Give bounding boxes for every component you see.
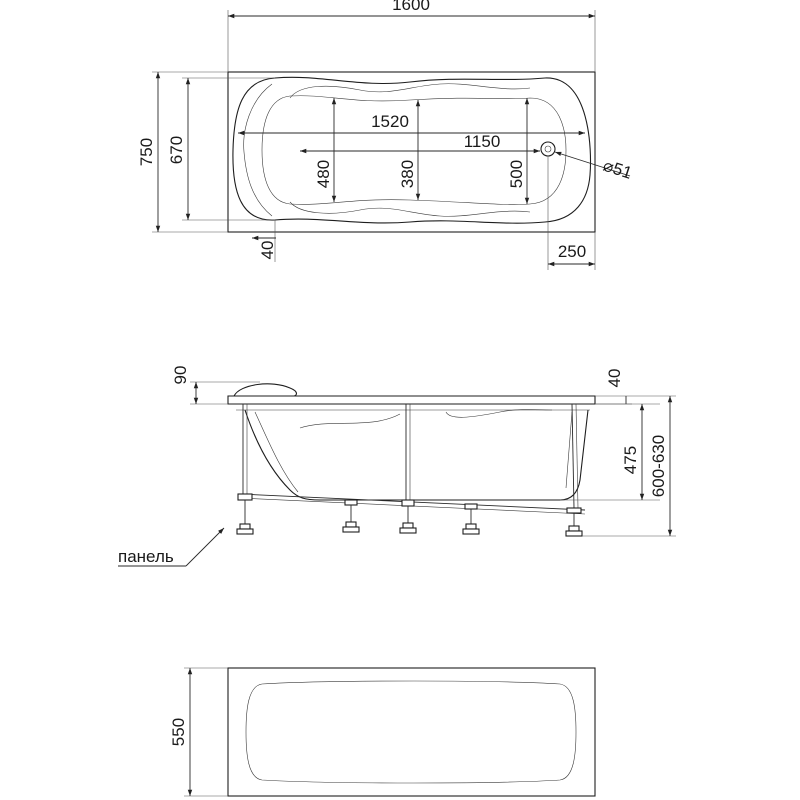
dim-overall-length: 1600 <box>392 0 430 14</box>
rim-contour <box>232 76 592 224</box>
dim-width-middle: 380 <box>398 160 417 188</box>
dim-drain-diameter: ⌀51 <box>601 156 635 183</box>
dim-width-foot: 500 <box>507 160 526 188</box>
bowl-inner-contour <box>261 95 567 205</box>
tub-foot-wall <box>565 411 573 489</box>
foot-4 <box>462 503 480 535</box>
tub-body-side <box>244 409 589 501</box>
drain-hole <box>540 141 556 157</box>
tub-outline-top <box>227 71 596 233</box>
dim-drain-offset: 250 <box>558 242 586 261</box>
panel-leader <box>185 527 225 567</box>
panel-label: панель <box>118 547 174 566</box>
support-post-right <box>571 403 575 509</box>
dim-rim-offset: 40 <box>258 241 277 260</box>
top-view: 1600 750 670 1520 1150 480 380 500 ⌀51 4 <box>137 0 634 270</box>
dim-rim-thickness: 40 <box>605 369 624 388</box>
interior-wave-right <box>445 409 553 418</box>
panel-inner-contour <box>245 680 577 784</box>
dim-panel-height: 550 <box>169 718 188 746</box>
rim-top <box>227 395 596 405</box>
dim-inner-width: 670 <box>167 136 186 164</box>
dim-bottom-length: 1150 <box>464 132 501 151</box>
interior-wave-left <box>299 413 401 429</box>
drain-leader <box>554 151 631 177</box>
dim-total-height: 600-630 <box>649 435 668 497</box>
headrest <box>233 383 298 397</box>
drain-hole-center <box>544 145 552 153</box>
dim-overall-width: 750 <box>137 138 156 166</box>
foot-3 <box>399 499 417 534</box>
dim-headrest-height: 90 <box>171 366 190 385</box>
side-view: 90 40 475 600-630 панель <box>118 366 676 567</box>
panel-view: 550 <box>169 667 596 797</box>
tub-back-slope <box>254 411 299 493</box>
armrest-wave-bottom <box>289 201 531 217</box>
foot-2 <box>342 499 360 533</box>
armrest-wave-top <box>289 83 531 99</box>
headrest-curve <box>243 83 273 217</box>
dim-width-head: 480 <box>314 160 333 188</box>
dim-depth: 475 <box>621 446 640 474</box>
foot-1 <box>236 493 254 535</box>
foot-5 <box>565 507 583 537</box>
panel-outline <box>227 667 596 797</box>
dim-bowl-length: 1520 <box>371 112 409 131</box>
